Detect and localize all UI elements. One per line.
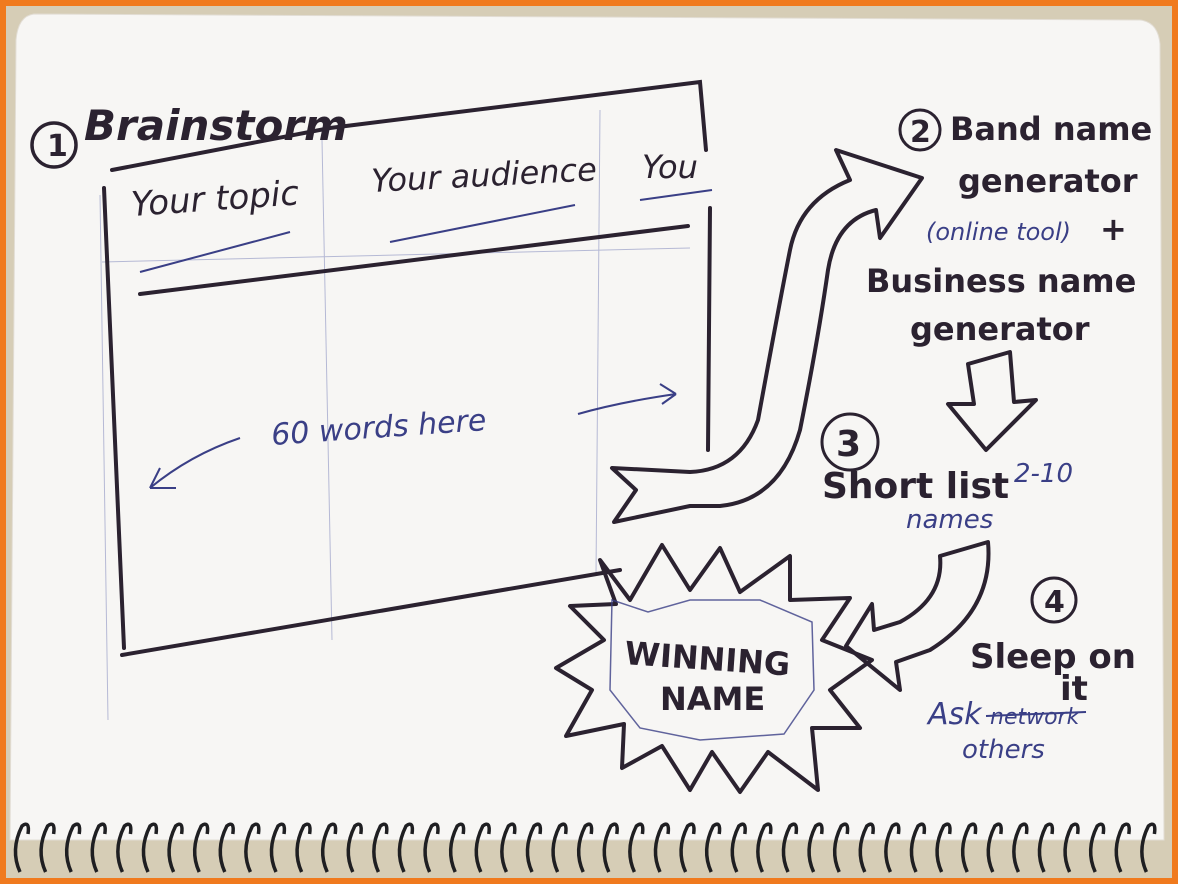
step-4-line2: it [1060,669,1088,709]
curved-arrow-icon [844,540,991,692]
words-arrow-right [577,383,677,415]
step-2-note: (online tool) [926,218,1071,246]
spiral-ring [756,822,773,873]
spiral-ring [858,822,875,873]
step-3-circle [820,412,880,472]
starburst-icon [554,543,874,794]
step-4-others: others [962,735,1045,765]
pencil-guide-lines [99,109,691,721]
spiral-ring [653,822,671,873]
spiral-ring [986,822,1003,873]
step-4-ask: Ask [926,697,983,732]
spiral-ring [64,822,82,873]
step-3-number: 3 [836,424,861,465]
down-arrow-icon [946,350,1038,452]
spiral-ring [884,822,901,873]
spiral-ring [167,822,184,873]
spiral-ring [423,822,440,873]
step-1-title: Brainstorm [84,101,348,150]
spiral-ring [1063,822,1080,873]
spiral-ring [90,822,107,873]
words-arrow-left [149,437,241,489]
spiral-ring [576,822,594,873]
spiral-ring [1012,822,1029,873]
step-2-line1: Band name [950,110,1152,148]
step-2-number: 2 [910,115,931,150]
spiral-ring [679,822,696,873]
spiral-ring [1037,822,1055,873]
spiral-ring [39,822,56,873]
spiral-ring [960,822,978,873]
spiral-ring [192,822,210,873]
spiral-ring [807,822,824,873]
step-3-range: 2-10 [1014,459,1073,489]
column-header-you: You [642,148,698,186]
step-4-struck: network [990,705,1081,730]
spiral-ring [1088,822,1106,873]
spiral-ring [602,822,619,873]
step-4-circle [1030,576,1078,624]
step-2-line3: Business name [866,262,1136,300]
spiral-ring [909,822,927,873]
spiral-ring [704,822,722,873]
spiral-ring [269,822,287,873]
step-3-line2: names [906,505,993,535]
step-2-line4: generator [910,310,1090,348]
step-4-number: 4 [1044,585,1065,620]
spiral-ring [730,822,747,873]
spiral-ring [397,822,415,873]
step-2-line2: generator [958,162,1138,200]
spiral-ring [218,822,235,873]
spiral-ring [1140,822,1157,873]
brainstorm-table [102,79,712,657]
spiral-ring [1114,822,1131,873]
spiral-ring [781,822,799,873]
spiral-ring [141,822,159,873]
spiral-ring [551,822,568,873]
step-2-circle [898,108,942,152]
s-curve-arrow-icon [610,148,924,524]
spiral-ring [372,822,389,873]
spiral-ring [832,822,850,873]
spiral-ring [295,822,312,873]
step-4-line1: Sleep on [970,637,1136,677]
spiral-ring [320,822,338,873]
spiral-ring [525,822,543,873]
spiral-ring [474,822,491,873]
spiral-ring [935,822,952,873]
spiral-ring [116,822,133,873]
strikethrough-line [985,711,1087,717]
spiral-ring [244,822,261,873]
step-1-circle [30,121,78,169]
winner-line2: NAME [660,680,765,718]
spiral-ring [448,822,466,873]
spiral-ring [500,822,517,873]
spiral-binding [13,822,1157,873]
step-2-plus: + [1100,210,1127,248]
step-3-line1: Short list [822,466,1009,507]
spiral-ring [628,822,645,873]
column-underlines [139,189,713,273]
spiral-ring [13,822,31,873]
step-1-number: 1 [47,129,68,164]
spiral-ring [346,822,363,873]
